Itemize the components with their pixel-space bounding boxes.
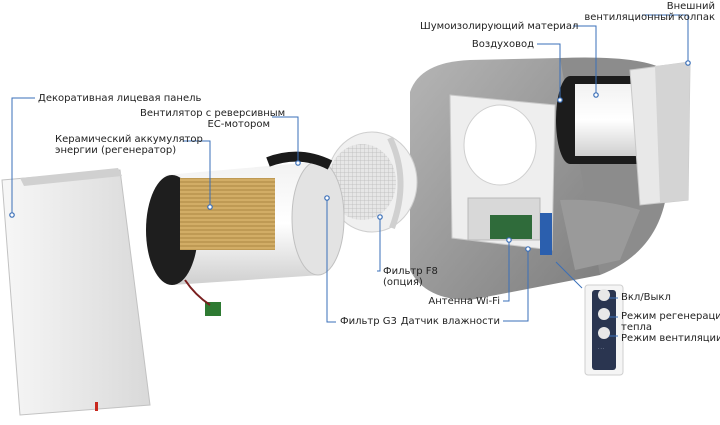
svg-text:· · ·: · · · — [598, 346, 604, 351]
inner-frame — [449, 94, 556, 255]
label-vent-mode: Режим вентиляции — [621, 333, 720, 344]
leader-dot-icon — [506, 237, 512, 243]
leader-dot-icon — [207, 204, 213, 210]
label-antenna: Антенна Wi-Fi — [428, 296, 500, 307]
label-filter-g3: Фильтр G3 — [340, 316, 397, 327]
label-hood-line2: вентиляционный колпак — [584, 12, 715, 23]
fan-icon[interactable] — [598, 327, 610, 339]
leader-dots — [9, 60, 691, 252]
label-fan-line2: EC-мотором — [207, 119, 270, 130]
label-insulation: Шумоизолирующий материал — [420, 21, 579, 32]
leader-lines — [11, 14, 689, 337]
label-humidity: Датчик влажности — [400, 316, 500, 327]
heat-wave-icon[interactable] — [598, 308, 610, 320]
leader-dot-icon — [525, 246, 531, 252]
label-ceramic-line1: Керамический аккумулятор — [55, 134, 203, 145]
label-on-off: Вкл/Выкл — [621, 292, 671, 303]
leader-dot-icon — [324, 195, 330, 201]
label-filter-f8-line2: (опция) — [383, 277, 423, 288]
leader-dot-icon — [377, 214, 383, 220]
leader-dot-icon — [557, 97, 563, 103]
label-front-panel: Декоративная лицевая панель — [38, 93, 202, 104]
label-duct: Воздуховод — [471, 39, 534, 50]
power-button-icon[interactable] — [598, 289, 610, 301]
label-regen-line1: Режим регенерации — [621, 311, 720, 322]
label-ceramic-line2: энергии (регенератор) — [55, 145, 177, 156]
leader-dot-icon — [685, 60, 691, 66]
label-filter-f8-line1: Фильтр F8 — [383, 266, 438, 277]
control-panel: · · · — [584, 284, 624, 376]
leader-dot-icon — [593, 92, 599, 98]
leader-dot-icon — [9, 212, 15, 218]
filter-f8 — [326, 131, 418, 233]
regenerator-cylinder — [146, 151, 345, 316]
front-panel — [1, 168, 151, 416]
label-fan-line1: Вентилятор с реверсивным — [140, 108, 286, 119]
leader-dot-icon — [295, 160, 301, 166]
label-hood-line1: Внешний — [666, 1, 715, 12]
external-hood — [629, 61, 691, 206]
label-regen-line2: тепла — [621, 322, 653, 333]
